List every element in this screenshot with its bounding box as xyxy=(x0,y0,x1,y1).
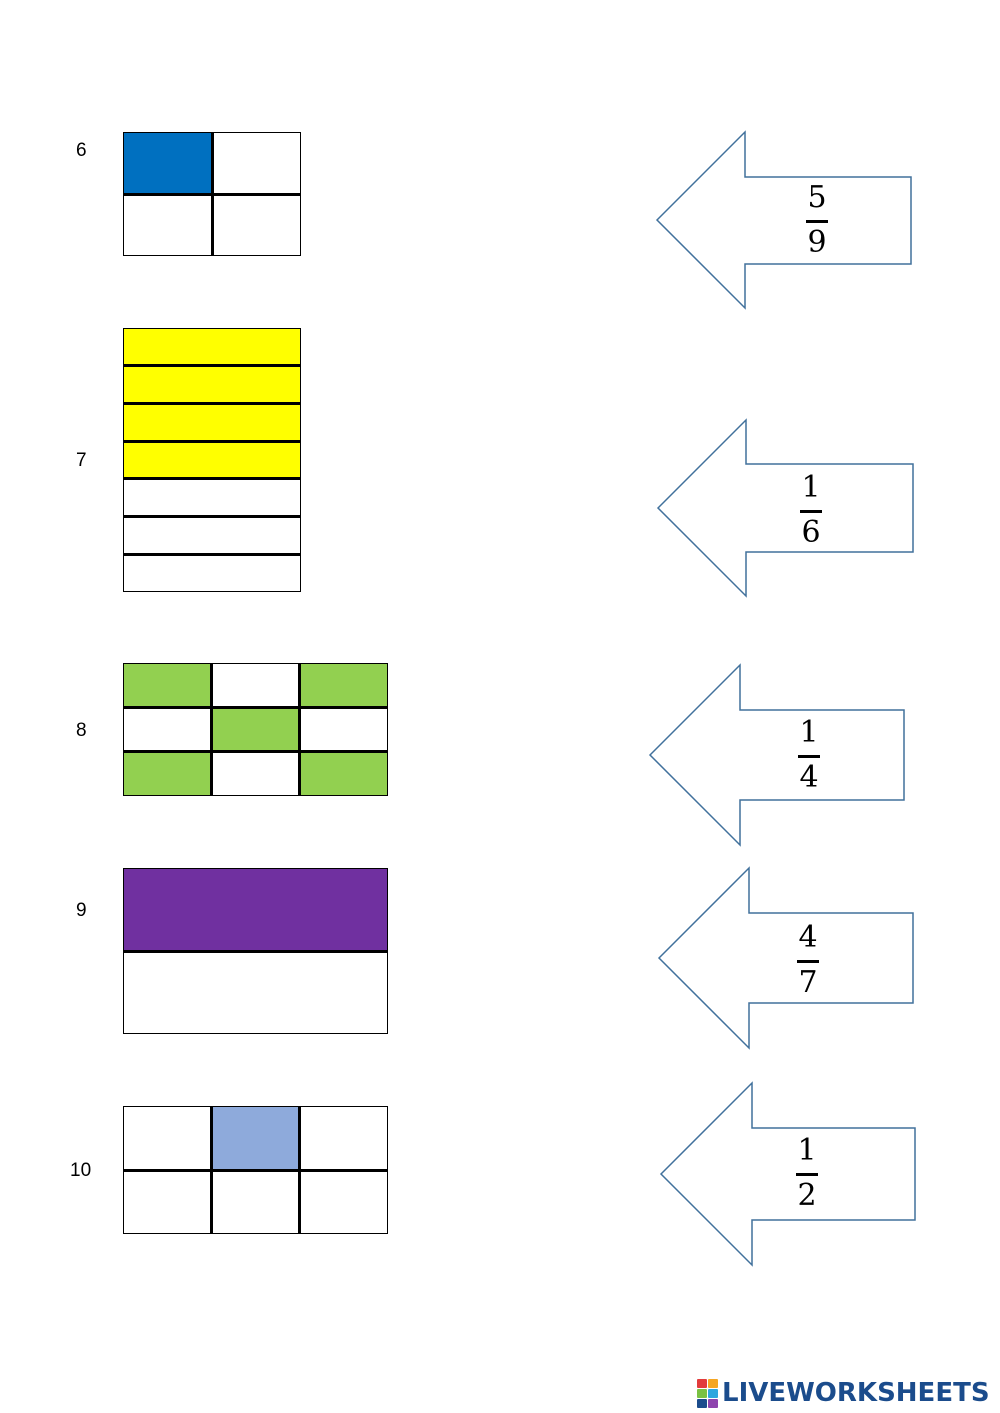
fraction-answer-1: 5 9 xyxy=(797,180,837,261)
question-number-6: 6 xyxy=(76,140,87,161)
empty-cell xyxy=(124,195,211,255)
numerator: 5 xyxy=(807,180,827,215)
empty-cell xyxy=(301,1107,387,1169)
arrow-left-icon xyxy=(655,130,912,310)
fraction-bar xyxy=(806,220,828,223)
empty-cell xyxy=(212,753,299,795)
shaded-cell xyxy=(301,664,387,706)
shaded-cell xyxy=(124,404,300,440)
empty-cell xyxy=(212,664,299,706)
empty-cell xyxy=(124,952,387,1033)
fraction-bar xyxy=(796,1173,818,1176)
empty-cell xyxy=(124,1171,210,1233)
shaded-cell xyxy=(124,366,300,402)
empty-cell xyxy=(212,1171,299,1233)
shaded-cell xyxy=(212,1107,299,1169)
shaded-cell xyxy=(301,753,387,795)
arrow-answer-2[interactable] xyxy=(656,418,916,600)
empty-cell xyxy=(301,708,387,751)
shaded-cell xyxy=(124,664,210,706)
empty-cell xyxy=(213,195,300,255)
fraction-bar xyxy=(800,510,822,513)
fraction-answer-2: 1 6 xyxy=(791,470,831,551)
empty-cell xyxy=(301,1171,387,1233)
arrow-left-icon xyxy=(659,1081,916,1267)
empty-cell xyxy=(124,518,300,554)
question-number-7: 7 xyxy=(76,450,87,471)
arrow-left-icon xyxy=(657,866,914,1050)
liveworksheets-logo-icon xyxy=(697,1378,718,1408)
arrow-answer-3[interactable] xyxy=(648,663,908,849)
brand-name: LIVEWORKSHEETS xyxy=(722,1378,990,1408)
question-number-10: 10 xyxy=(70,1160,92,1181)
fraction-grid-9 xyxy=(123,868,388,1034)
empty-cell xyxy=(124,708,210,751)
question-number-9: 9 xyxy=(76,900,87,921)
arrow-answer-4[interactable] xyxy=(657,866,917,1052)
arrow-answer-5[interactable] xyxy=(659,1081,919,1269)
numerator: 1 xyxy=(797,1133,817,1168)
shaded-cell xyxy=(124,329,300,364)
fraction-answer-5: 1 2 xyxy=(787,1133,827,1214)
numerator: 1 xyxy=(801,470,821,505)
empty-cell xyxy=(124,1107,210,1169)
denominator: 7 xyxy=(798,965,818,1000)
empty-cell xyxy=(124,556,300,591)
fraction-bar xyxy=(798,755,820,758)
denominator: 2 xyxy=(797,1178,817,1213)
shaded-cell xyxy=(124,133,211,193)
fraction-grid-10 xyxy=(123,1106,388,1234)
arrow-left-icon xyxy=(656,418,914,598)
empty-cell xyxy=(124,480,300,516)
fraction-grid-8 xyxy=(123,663,388,796)
denominator: 9 xyxy=(807,225,827,260)
denominator: 4 xyxy=(799,760,819,795)
numerator: 1 xyxy=(799,715,819,750)
fraction-grid-6 xyxy=(123,132,301,256)
arrow-left-icon xyxy=(648,663,905,847)
fraction-answer-4: 4 7 xyxy=(788,920,828,1001)
shaded-cell xyxy=(124,753,210,795)
fraction-grid-7 xyxy=(123,328,301,592)
numerator: 4 xyxy=(798,920,818,955)
arrow-answer-1[interactable] xyxy=(655,130,915,312)
shaded-cell xyxy=(124,442,300,478)
fraction-answer-3: 1 4 xyxy=(789,715,829,796)
empty-cell xyxy=(213,133,300,193)
shaded-cell xyxy=(124,869,387,950)
shaded-cell xyxy=(212,708,299,751)
fraction-bar xyxy=(797,960,819,963)
denominator: 6 xyxy=(801,515,821,550)
question-number-8: 8 xyxy=(76,720,87,741)
liveworksheets-logo[interactable]: LIVEWORKSHEETS xyxy=(697,1376,990,1410)
